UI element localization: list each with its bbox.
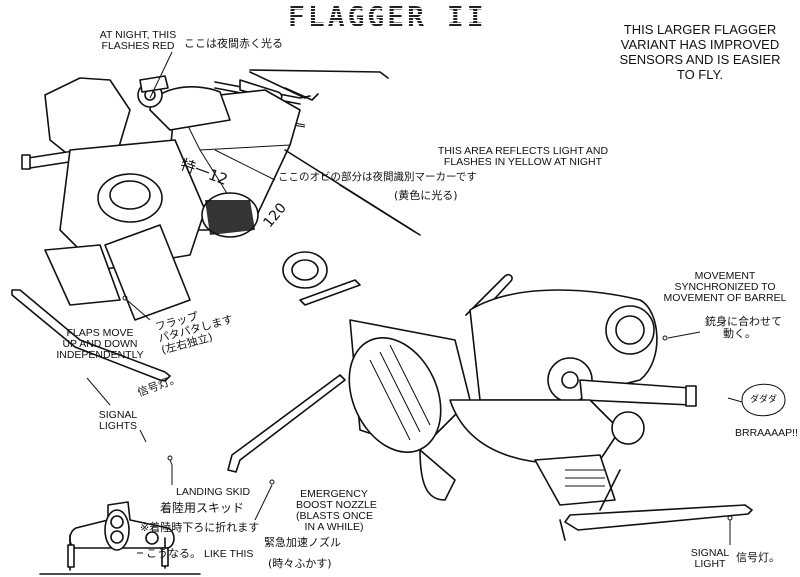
sfx-label: BRRAAAAP!!: [735, 427, 799, 439]
label-line: IN A WHILE): [304, 521, 364, 533]
intro-line: TO FLY.: [676, 67, 724, 82]
like-this-jp: こうなる。: [146, 547, 201, 560]
lower-flagger-drawing: [227, 273, 753, 541]
leader-lines: [86, 51, 786, 554]
like-this-label: LIKE THIS: [204, 548, 254, 560]
label-line: FLASHES RED: [101, 40, 175, 52]
night-red-label: AT NIGHT, THIS FLASHES RED: [98, 30, 178, 52]
signal-lights-label: SIGNAL LIGHTS: [96, 410, 140, 432]
intro-text: THIS LARGER FLAGGER VARIANT HAS IMPROVED…: [600, 22, 800, 82]
intro-line: THIS LARGER FLAGGER: [623, 22, 777, 37]
flaps-label: FLAPS MOVE UP AND DOWN INDEPENDENTLY: [55, 328, 145, 361]
label-line: LIGHTS: [99, 420, 137, 432]
label-line: THIS AREA REFLECTS LIGHT AND: [437, 145, 609, 157]
label-line: FLASHES IN YELLOW AT NIGHT: [443, 156, 603, 168]
label-line: LIGHT: [694, 558, 726, 570]
intro-line: SENSORS AND IS EASIER: [619, 52, 781, 67]
page-title: FLAGGER II: [288, 0, 487, 33]
label-line: BOOST NOZZLE: [296, 499, 377, 511]
label-line: UP AND DOWN: [62, 338, 138, 350]
label-line: EMERGENCY: [300, 488, 368, 500]
landing-skid-label: LANDING SKID: [176, 486, 251, 498]
reflect-jp-2: (黄色に光る): [394, 189, 458, 202]
jp-line: 動く。: [723, 327, 756, 340]
label-line: SYNCHRONIZED TO: [674, 281, 776, 293]
label-line: FLAPS MOVE: [66, 327, 134, 339]
movement-jp: 銃身に合わせて 動く。: [705, 316, 782, 340]
signal-light-label: SIGNAL LIGHT: [690, 548, 730, 570]
boost-nozzle-jp-2: (時々ふかす): [268, 557, 332, 570]
front-view-drawing: [39, 501, 201, 575]
label-line: MOVEMENT OF BARREL: [663, 292, 787, 304]
upper-flagger-drawing: [11, 69, 421, 382]
title-text: FLAGGER II: [288, 0, 487, 33]
label-line: INDEPENDENTLY: [56, 349, 144, 361]
night-red-jp: ここは夜間赤く光る: [184, 37, 283, 50]
boost-nozzle-label: EMERGENCY BOOST NOZZLE (BLASTS ONCE IN A…: [296, 488, 377, 533]
signal-light-jp: 信号灯。: [736, 551, 780, 564]
reflect-label: THIS AREA REFLECTS LIGHT AND FLASHES IN …: [428, 146, 618, 168]
reflect-jp: ここのオビの部分は夜間識別マーカーです: [278, 171, 477, 183]
movement-label: MOVEMENT SYNCHRONIZED TO MOVEMENT OF BAR…: [660, 271, 790, 304]
intro-line: VARIANT HAS IMPROVED: [620, 37, 780, 52]
label-line: SIGNAL: [690, 547, 730, 559]
boost-nozzle-jp: 緊急加速ノズル: [264, 536, 341, 549]
label-line: MOVEMENT: [694, 270, 756, 282]
label-line: SIGNAL: [98, 409, 138, 421]
landing-skid-jp-2: ※着陸時下ろに折れます: [140, 521, 260, 534]
landing-skid-jp: 着陸用スキッド: [160, 501, 245, 515]
jp-line: 銃身に合わせて: [705, 315, 782, 328]
label-line: AT NIGHT, THIS: [99, 29, 177, 41]
label-line: (BLASTS ONCE: [296, 510, 374, 522]
sfx-jp: ダダダ: [750, 395, 778, 405]
